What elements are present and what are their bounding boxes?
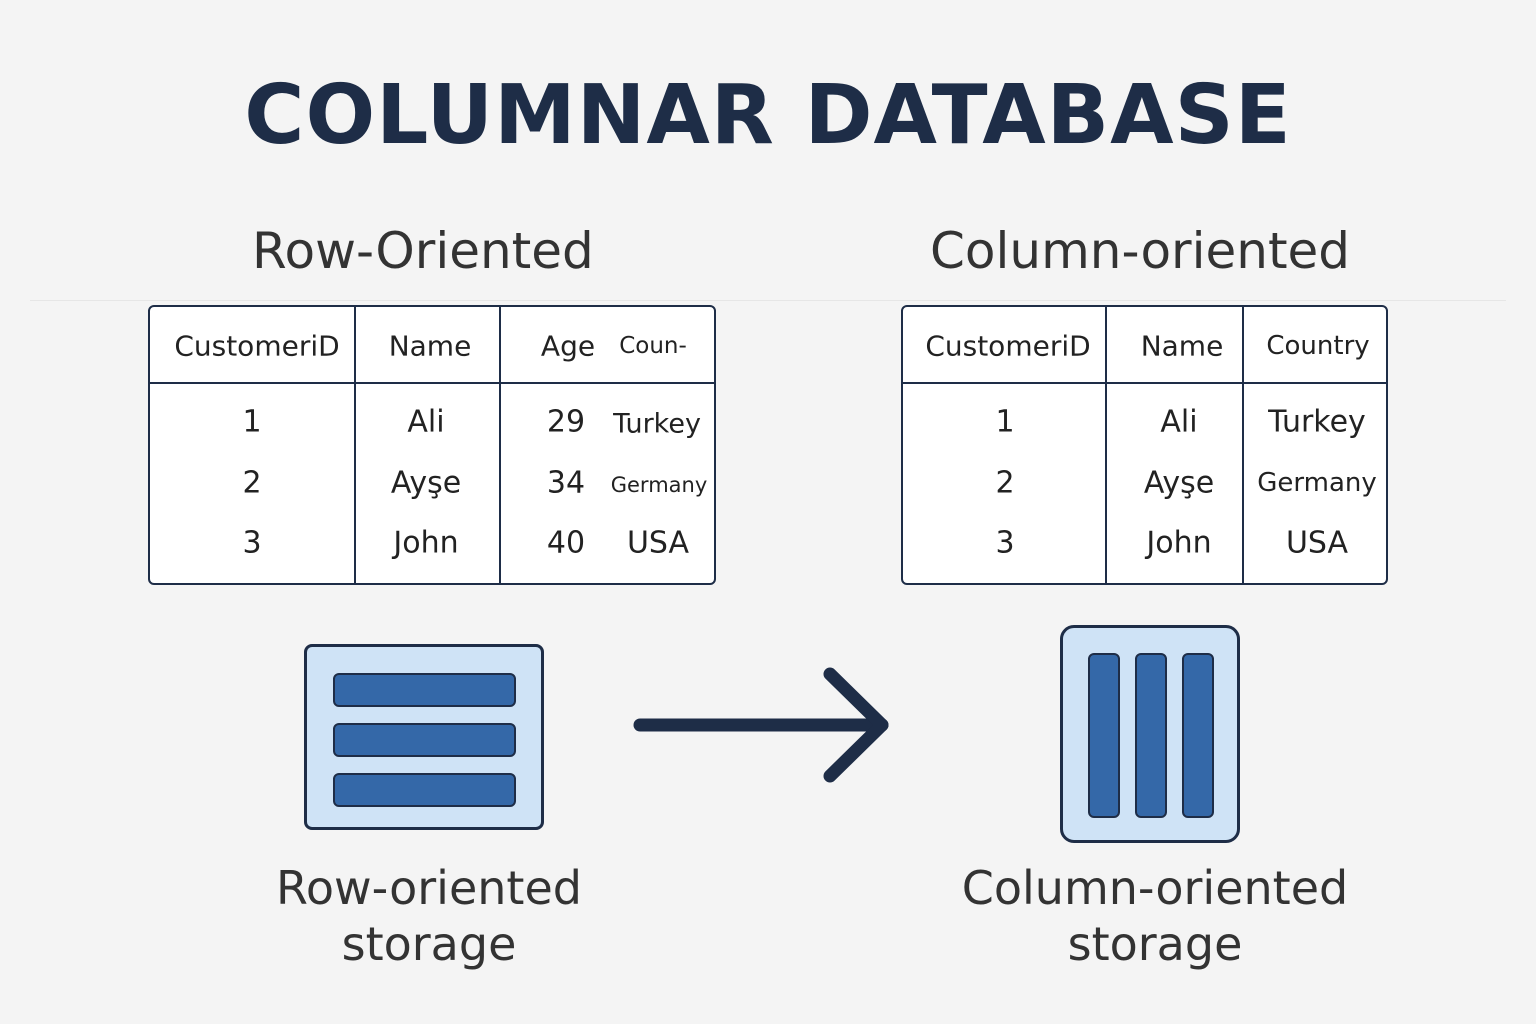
header-separator: [903, 382, 1386, 384]
cell-name: John: [1146, 525, 1212, 561]
column-storage-caption: Column-oriented storage: [955, 860, 1355, 972]
header-name: Name: [1140, 329, 1224, 363]
row-storage-caption: Row-oriented storage: [229, 860, 629, 972]
cell-age: 34: [546, 465, 586, 501]
header-age: Age: [540, 329, 596, 363]
cell-country: USA: [1285, 525, 1349, 561]
header-separator: [150, 382, 714, 384]
header-customerid: CustomeriD: [925, 329, 1091, 363]
column-divider: [1105, 307, 1107, 583]
caption-line: Column-oriented: [961, 861, 1349, 915]
header-name: Name: [388, 329, 472, 363]
column-divider: [1242, 307, 1244, 583]
cell-id: 2: [995, 465, 1015, 501]
column-bar: [1182, 653, 1214, 818]
caption-line: Row-oriented: [276, 861, 582, 915]
column-oriented-heading: Column-oriented: [930, 222, 1351, 280]
cell-id: 2: [242, 465, 262, 501]
cell-id: 1: [995, 404, 1015, 440]
column-bar: [1088, 653, 1120, 818]
header-country: Country: [1266, 331, 1370, 361]
header-customerid: CustomeriD: [174, 329, 340, 363]
caption-line: storage: [1067, 917, 1243, 971]
cell-country: USA: [626, 525, 690, 561]
header-country: Coun-: [619, 333, 687, 359]
cell-name: Ali: [1160, 404, 1198, 440]
cell-country: Turkey: [613, 408, 701, 440]
cell-id: 1: [242, 404, 262, 440]
caption-line: storage: [341, 917, 517, 971]
cell-age: 40: [546, 525, 586, 561]
column-divider: [354, 307, 356, 583]
column-oriented-table: CustomeriD Name Country 1 Ali Turkey 2 A…: [901, 305, 1388, 585]
column-divider: [499, 307, 501, 583]
cell-id: 3: [995, 525, 1015, 561]
cell-country: Turkey: [1268, 404, 1366, 440]
cell-name: Ayşe: [390, 465, 462, 501]
vertical-bars-icon: [1060, 625, 1240, 843]
row-bar: [333, 723, 516, 757]
diagram-title: COLUMNAR DATABASE: [244, 68, 1292, 163]
cell-name: Ayşe: [1143, 465, 1215, 501]
row-bar: [333, 673, 516, 707]
row-oriented-table: CustomeriD Name Age Coun- 1 Ali 29 Turke…: [148, 305, 716, 585]
arrow-right-icon: [633, 667, 889, 783]
row-oriented-heading: Row-Oriented: [252, 222, 594, 280]
cell-id: 3: [242, 525, 262, 561]
column-bar: [1135, 653, 1167, 818]
cell-name: John: [393, 525, 459, 561]
cell-country: Germany: [610, 473, 708, 497]
section-divider: [30, 300, 1506, 301]
cell-name: Ali: [407, 404, 445, 440]
cell-age: 29: [546, 404, 586, 440]
row-bar: [333, 773, 516, 807]
cell-country: Germany: [1257, 468, 1377, 498]
horizontal-bars-icon: [304, 644, 544, 830]
